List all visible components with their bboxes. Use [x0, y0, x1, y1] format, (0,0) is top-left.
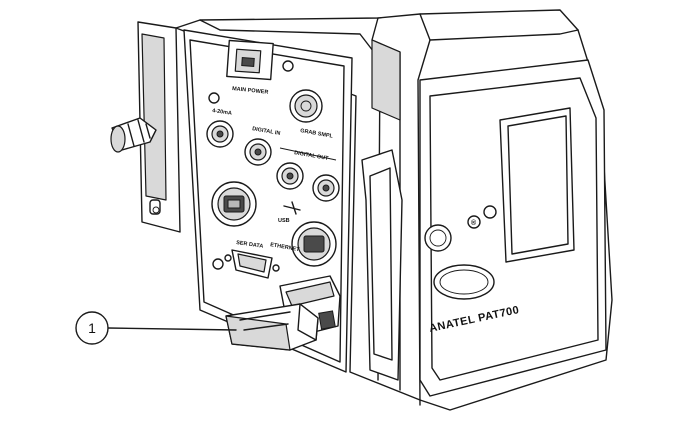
door-latch-knob	[110, 117, 157, 153]
callout-circle	[75, 311, 109, 345]
front-face: ® ANATEL PAT700	[419, 59, 607, 397]
display-window	[499, 107, 575, 263]
ethernet-connector: ETHERNET	[270, 221, 337, 267]
status-indicator-icon	[467, 215, 481, 229]
callout: 1	[75, 311, 237, 345]
inserted-module	[225, 275, 341, 351]
main-power-switch: MAIN POWER	[226, 39, 274, 96]
svg-text:®: ®	[471, 219, 477, 227]
digital-in-connector: DIGITAL IN	[244, 126, 281, 166]
callout-leader-line	[107, 327, 237, 331]
analog-out-label: 4-20mA	[212, 108, 233, 117]
serial-data-label: SER DATA	[236, 240, 264, 250]
digital-in-label: DIGITAL IN	[252, 126, 281, 137]
callout-number: 1	[88, 320, 96, 336]
usb-icon: USB	[278, 201, 301, 224]
ethernet-label: ETHERNET	[270, 242, 301, 253]
grab-sample-label: GRAB SMPL	[300, 128, 334, 140]
screw-icon	[208, 92, 220, 104]
analog-out-connector: 4-20mA	[206, 108, 234, 148]
screw-icon	[282, 60, 294, 72]
main-power-label: MAIN POWER	[232, 86, 269, 96]
screw-icon	[212, 258, 224, 270]
ethernet-port	[211, 181, 257, 227]
serial-data-port: SER DATA	[224, 240, 280, 279]
grab-sample-connector: GRAB SMPL	[289, 89, 334, 140]
power-button-icon	[424, 224, 452, 252]
logo-oval	[433, 264, 495, 300]
side-bracket	[361, 149, 403, 381]
usb-label: USB	[278, 218, 290, 224]
